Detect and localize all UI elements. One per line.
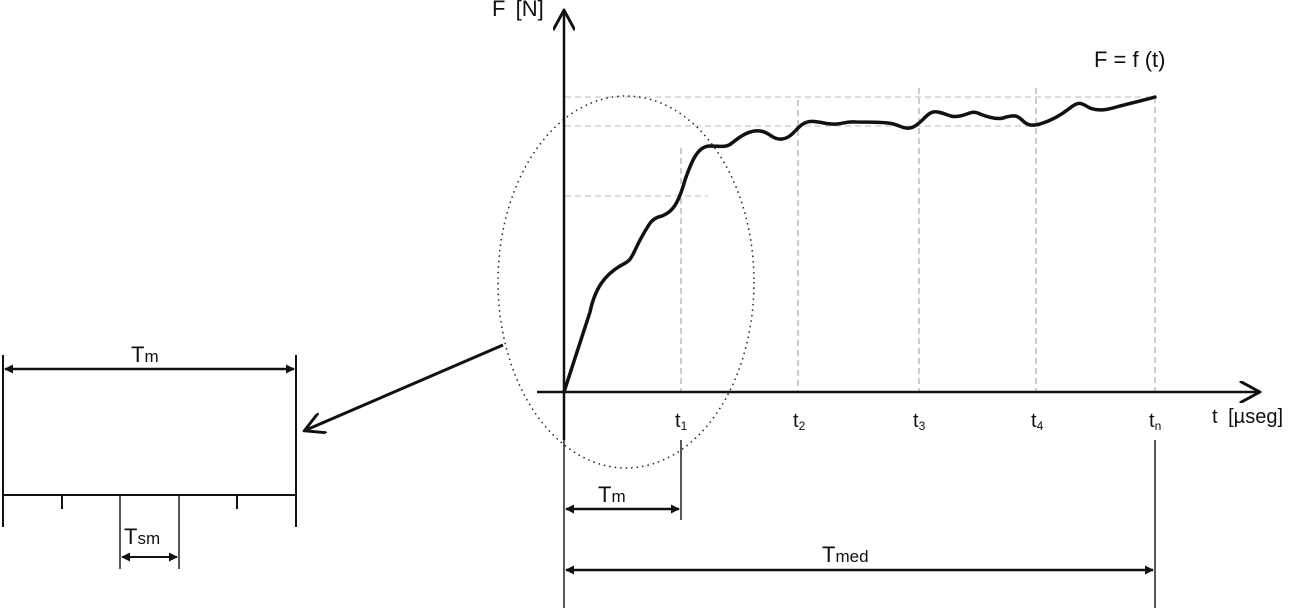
horizontal-guides bbox=[565, 96, 1155, 197]
tick-t2-main: t bbox=[793, 410, 799, 432]
vertical-guides bbox=[680, 88, 1156, 392]
svg-text:Tm: Tm bbox=[131, 342, 159, 367]
x-axis-unit: [µseg] bbox=[1228, 406, 1283, 428]
tmed-main: T bbox=[822, 542, 835, 567]
tick-t3-main: t bbox=[913, 410, 919, 432]
svg-text:Tm: Tm bbox=[598, 482, 626, 507]
detail-tsm-main: T bbox=[124, 524, 137, 549]
svg-text:Tmed: Tmed bbox=[822, 542, 869, 567]
detail-window bbox=[2, 355, 297, 569]
detail-tsm-sub: sm bbox=[137, 529, 160, 548]
svg-text:t4: t4 bbox=[1031, 410, 1044, 433]
svg-text:t [µseg]: t [µseg] bbox=[1212, 406, 1283, 428]
svg-text:t2: t2 bbox=[793, 410, 806, 433]
tick-t1-main: t bbox=[675, 410, 681, 432]
tm-main: T bbox=[598, 482, 611, 507]
detail-tm-sub: m bbox=[144, 347, 158, 366]
zoom-pointer-arrow bbox=[306, 343, 504, 430]
y-axis-unit: [N] bbox=[516, 0, 544, 21]
x-axis-letter: t bbox=[1212, 406, 1218, 428]
svg-text:Tsm: Tsm bbox=[124, 524, 160, 549]
tm-sub: m bbox=[611, 487, 625, 506]
svg-text:F [N]: F [N] bbox=[492, 0, 544, 21]
tick-t3-sub: 3 bbox=[919, 419, 926, 433]
tick-t4-sub: 4 bbox=[1037, 419, 1044, 433]
detail-tm-main: T bbox=[131, 342, 144, 367]
y-axis-letter: F bbox=[492, 0, 505, 21]
tick-t1-sub: 1 bbox=[681, 419, 688, 433]
force-curve bbox=[562, 95, 1157, 394]
function-label: F = f (t) bbox=[1094, 47, 1166, 72]
dimension-extensions bbox=[563, 440, 1156, 608]
zoom-region-ellipse bbox=[497, 95, 755, 469]
tick-labels: t1 t2 t3 t4 tn bbox=[675, 410, 1161, 433]
svg-text:t1: t1 bbox=[675, 410, 688, 433]
tick-t4-main: t bbox=[1031, 410, 1037, 432]
svg-text:t3: t3 bbox=[913, 410, 926, 433]
svg-text:tn: tn bbox=[1149, 410, 1161, 433]
tick-tn-sub: n bbox=[1155, 419, 1162, 433]
tick-t2-sub: 2 bbox=[799, 419, 806, 433]
tick-tn-main: t bbox=[1149, 410, 1155, 432]
tmed-sub: med bbox=[835, 547, 868, 566]
